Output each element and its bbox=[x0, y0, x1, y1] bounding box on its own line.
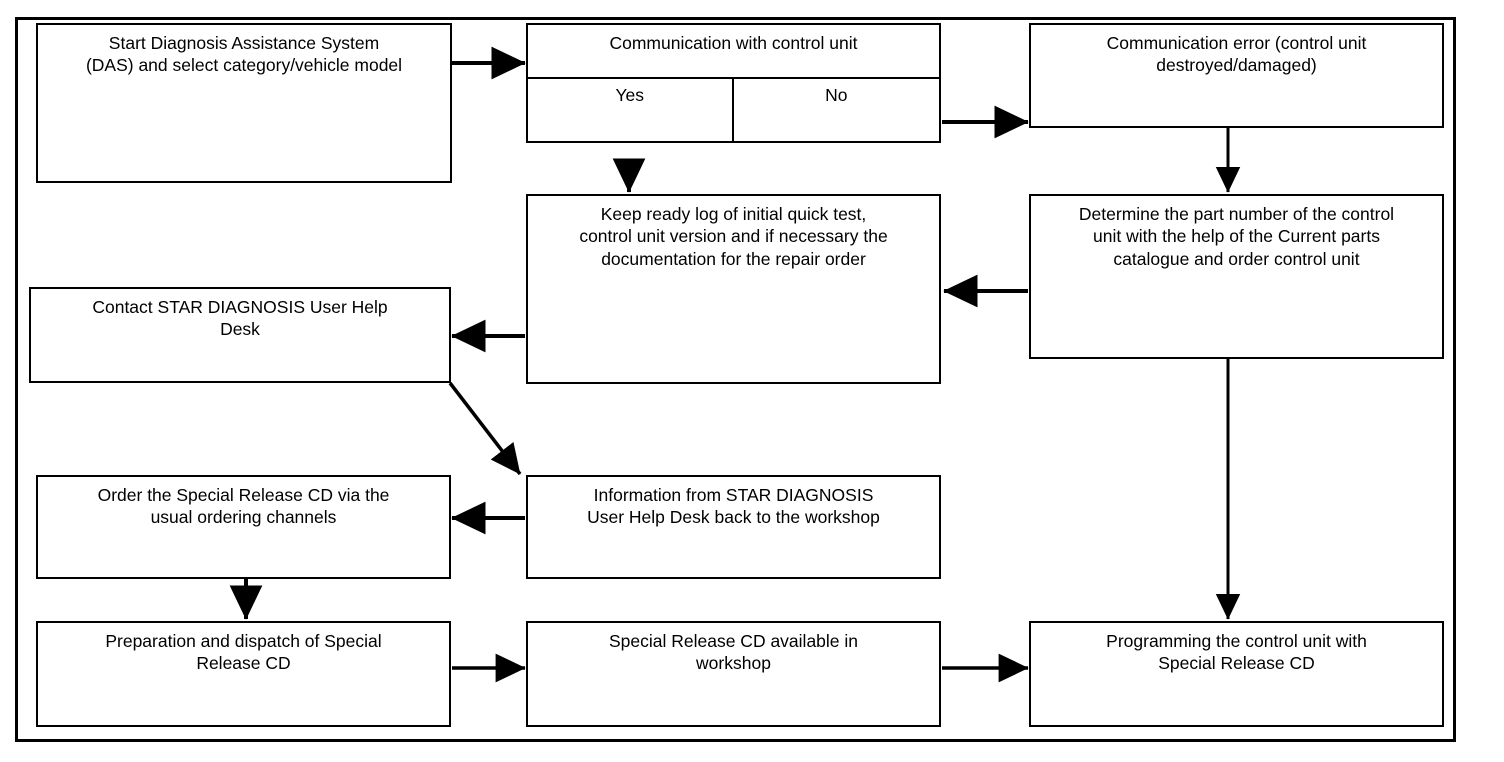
decision-option-yes[interactable]: Yes bbox=[528, 79, 734, 143]
decision-options: Yes No bbox=[528, 79, 939, 143]
decision-option-no[interactable]: No bbox=[825, 85, 848, 105]
node-cd-available-in-workshop[interactable]: Special Release CD available in workshop bbox=[526, 621, 941, 727]
node-communication-decision[interactable]: Communication with control unit Yes No bbox=[526, 23, 941, 143]
node-contact-help-desk[interactable]: Contact STAR DIAGNOSIS User Help Desk bbox=[29, 287, 451, 383]
node-preparation-and-dispatch[interactable]: Preparation and dispatch of Special Rele… bbox=[36, 621, 451, 727]
node-determine-part-number[interactable]: Determine the part number of the control… bbox=[1029, 194, 1444, 359]
node-communication-error[interactable]: Communication error (control unit destro… bbox=[1029, 23, 1444, 128]
node-information-back-to-workshop[interactable]: Information from STAR DIAGNOSIS User Hel… bbox=[526, 475, 941, 579]
node-start[interactable]: Start Diagnosis Assistance System (DAS) … bbox=[36, 23, 452, 183]
decision-question: Communication with control unit bbox=[528, 25, 939, 79]
node-programming-control-unit[interactable]: Programming the control unit with Specia… bbox=[1029, 621, 1444, 727]
node-keep-ready-log[interactable]: Keep ready log of initial quick test, co… bbox=[526, 194, 941, 384]
node-order-special-release-cd[interactable]: Order the Special Release CD via the usu… bbox=[36, 475, 451, 579]
diagram-outer-border bbox=[15, 17, 1456, 742]
